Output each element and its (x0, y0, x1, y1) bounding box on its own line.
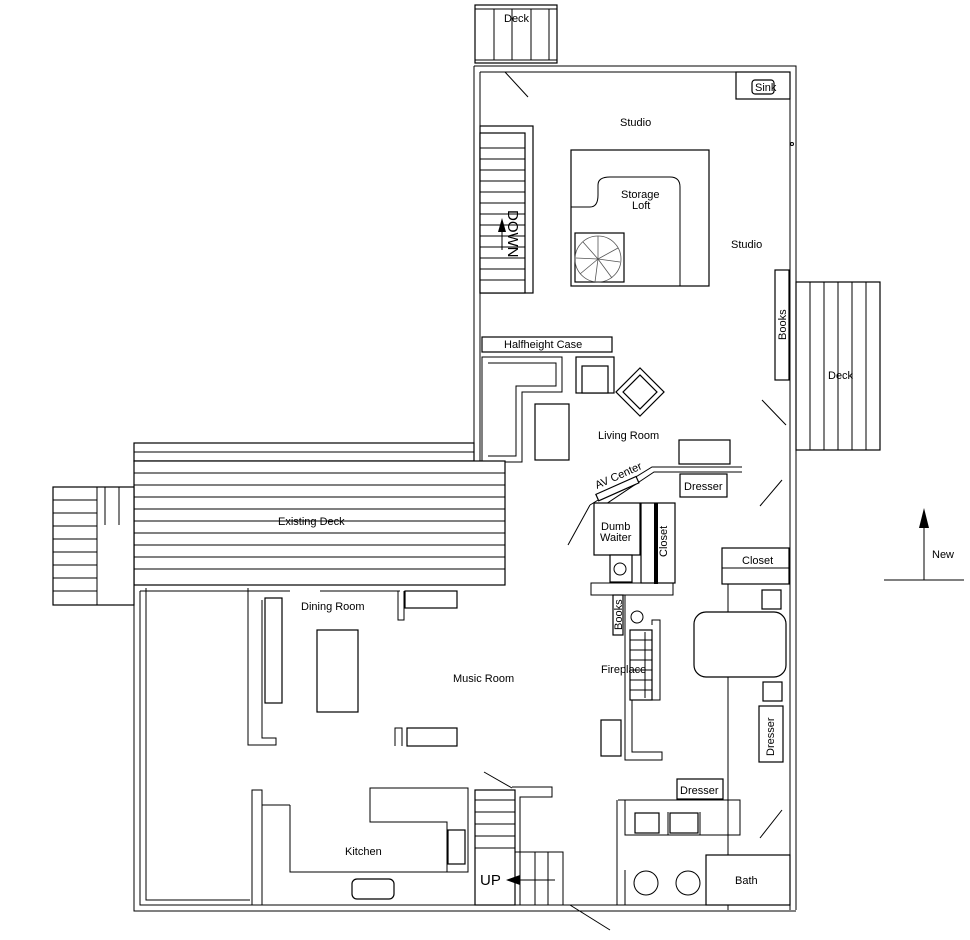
label-studio-2: Studio (731, 239, 762, 251)
label-dresser-1: Dresser (684, 481, 723, 493)
label-new: New (932, 549, 954, 561)
label-living-room: Living Room (598, 430, 659, 442)
central-core (567, 466, 791, 910)
label-closet-1: Closet (658, 526, 670, 557)
label-dining-room: Dining Room (301, 601, 365, 613)
label-deck-top: Deck (504, 13, 530, 25)
label-bath: Bath (735, 875, 758, 887)
label-existing-deck: Existing Deck (278, 516, 345, 528)
label-down: DOWN (504, 210, 521, 258)
label-storage-loft-2: Loft (632, 200, 650, 212)
studio-walls (473, 65, 797, 910)
up-arrow-icon (506, 875, 520, 885)
label-books-studio: Books (777, 309, 789, 340)
label-dresser-2: Dresser (765, 717, 777, 756)
north-arrow (884, 508, 964, 581)
label-books-fireplace: Books (613, 599, 625, 630)
label-dumb-waiter: Dumb (601, 521, 630, 533)
label-storage-loft: Storage (621, 189, 660, 201)
existing-deck (52, 442, 506, 606)
top-deck (474, 4, 558, 64)
lower-walls (133, 584, 796, 931)
right-deck (795, 281, 881, 451)
label-fireplace: Fireplace (601, 664, 646, 676)
label-studio: Studio (620, 117, 651, 129)
label-dumb-waiter-2: Waiter (600, 532, 632, 544)
label-kitchen: Kitchen (345, 846, 382, 858)
label-music-room: Music Room (453, 673, 514, 685)
label-dresser-3: Dresser (680, 785, 719, 797)
label-deck-right: Deck (828, 370, 854, 382)
label-halfheight-case: Halfheight Case (504, 339, 582, 351)
label-closet-2: Closet (742, 555, 773, 567)
label-up: UP (480, 872, 501, 889)
down-arrow-icon (498, 218, 506, 232)
label-sink: Sink (755, 82, 777, 94)
